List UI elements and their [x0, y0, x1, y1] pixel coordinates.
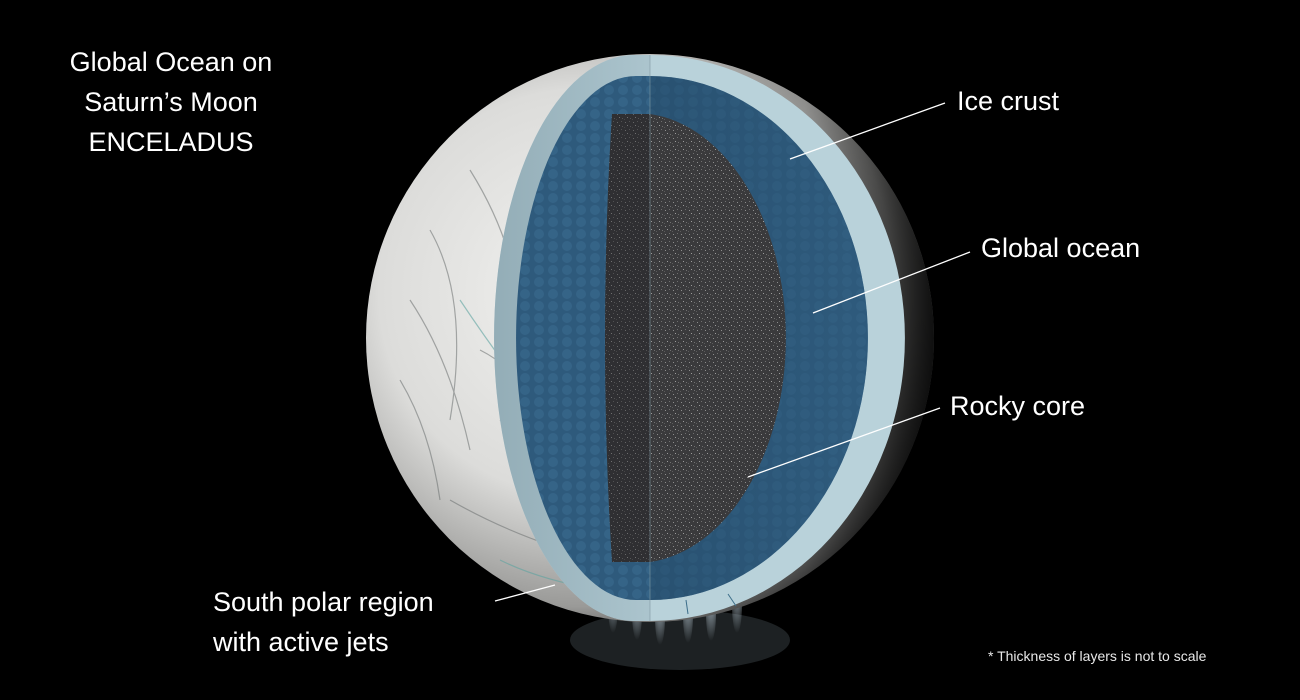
- cutaway-layers: [494, 55, 905, 621]
- label-rocky-core: Rocky core: [950, 391, 1086, 421]
- title-line-3: ENCELADUS: [88, 127, 254, 157]
- south-polar-line-2: with active jets: [213, 627, 389, 657]
- south-polar-line-1: South polar region: [213, 587, 434, 617]
- global-ocean-leader: [812, 251, 971, 314]
- rocky-core-leader: [747, 407, 941, 478]
- diagram-title: Global Ocean on Saturn’s Moon ENCELADUS: [40, 42, 302, 162]
- ice-crust-leader: [789, 102, 946, 160]
- title-line-2: Saturn’s Moon: [84, 87, 258, 117]
- south-polar-leader: [494, 584, 556, 602]
- label-ice-crust: Ice crust: [957, 86, 1060, 116]
- leader-lines: [494, 102, 971, 602]
- label-south-polar-region: South polar region with active jets: [213, 582, 434, 662]
- label-global-ocean: Global ocean: [981, 233, 1141, 263]
- scale-footnote: * Thickness of layers is not to scale: [988, 648, 1207, 664]
- title-line-1: Global Ocean on: [69, 47, 273, 77]
